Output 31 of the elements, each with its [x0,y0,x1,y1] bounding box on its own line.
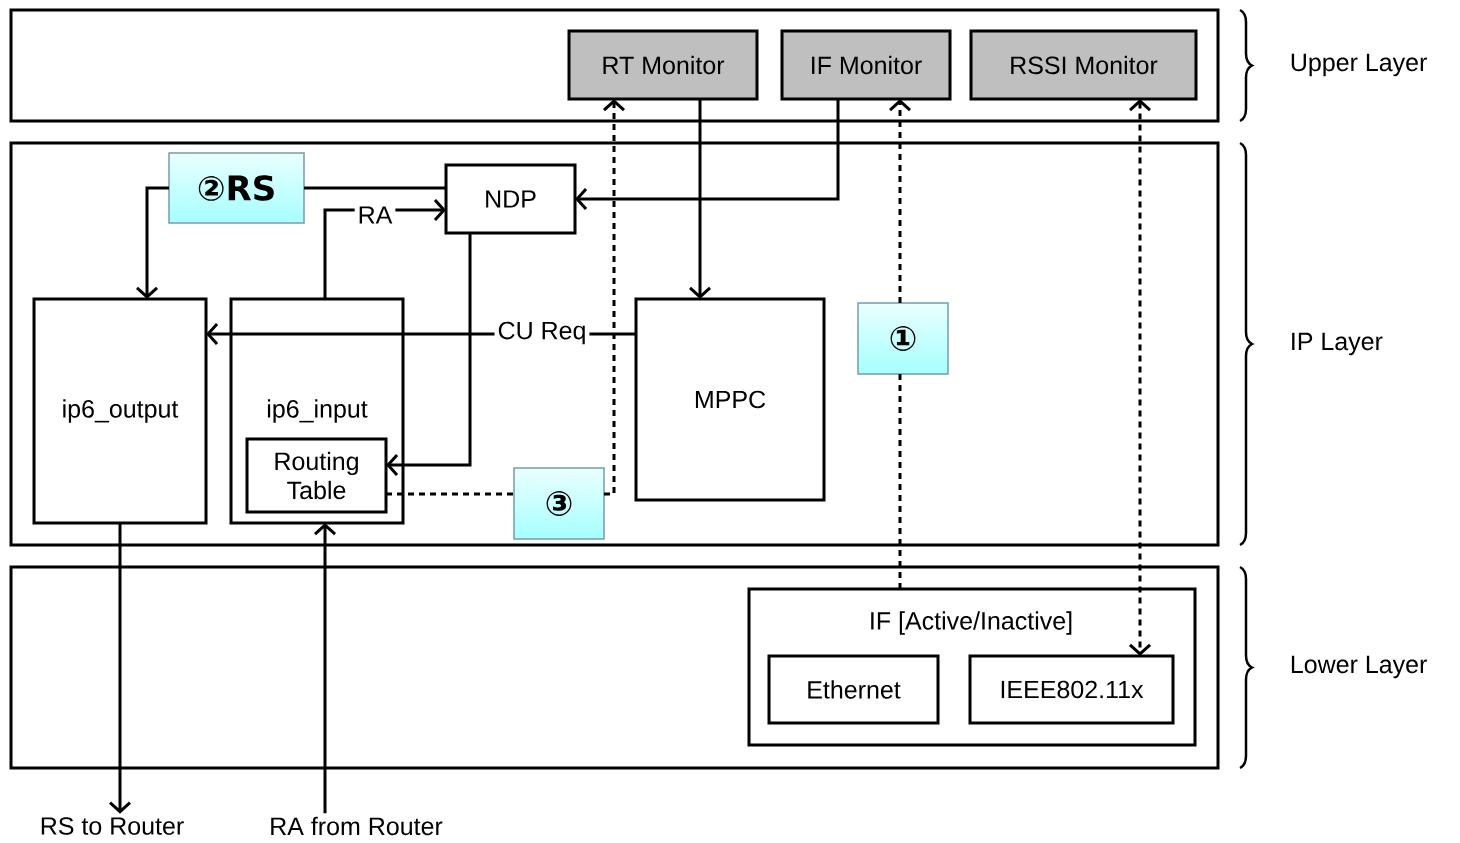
module-box: NDP [444,163,577,235]
io-label: RS to Router [41,817,184,835]
dotted-arrow [1129,99,1151,656]
connector-line [898,374,902,589]
module-box: MPPC [634,297,826,502]
layer-label: IP Layer [1292,332,1383,356]
monitor-box: IF Monitor [780,29,952,101]
layer-label: Upper Layer [1291,53,1427,77]
io-label: RA from Router [271,816,443,836]
monitor-box: RT Monitor [567,29,759,101]
connector-line [304,186,446,190]
arrow [689,99,711,299]
module-box: Routing Table [245,437,388,514]
dotted-arrow [889,99,911,303]
monitor-box: RSSI Monitor [969,29,1198,101]
arrow [314,523,336,814]
module-box: IEEE802.11x [968,654,1175,725]
dotted-arrow [603,99,625,496]
module-box: Ethernet [767,654,940,725]
step-callout: ① [857,302,949,375]
connector-line [386,492,514,496]
arrow [109,523,131,814]
step-callout: ②RS [168,152,305,224]
module-box: ip6_output [32,297,208,525]
layer-label: Lower Layer [1291,655,1427,679]
arrow [575,99,840,210]
edge-label: CU Req [494,318,590,348]
arrow [136,186,169,299]
arrow [386,233,472,476]
edge-label: RA [354,203,396,227]
step-callout: ③ [513,467,605,540]
